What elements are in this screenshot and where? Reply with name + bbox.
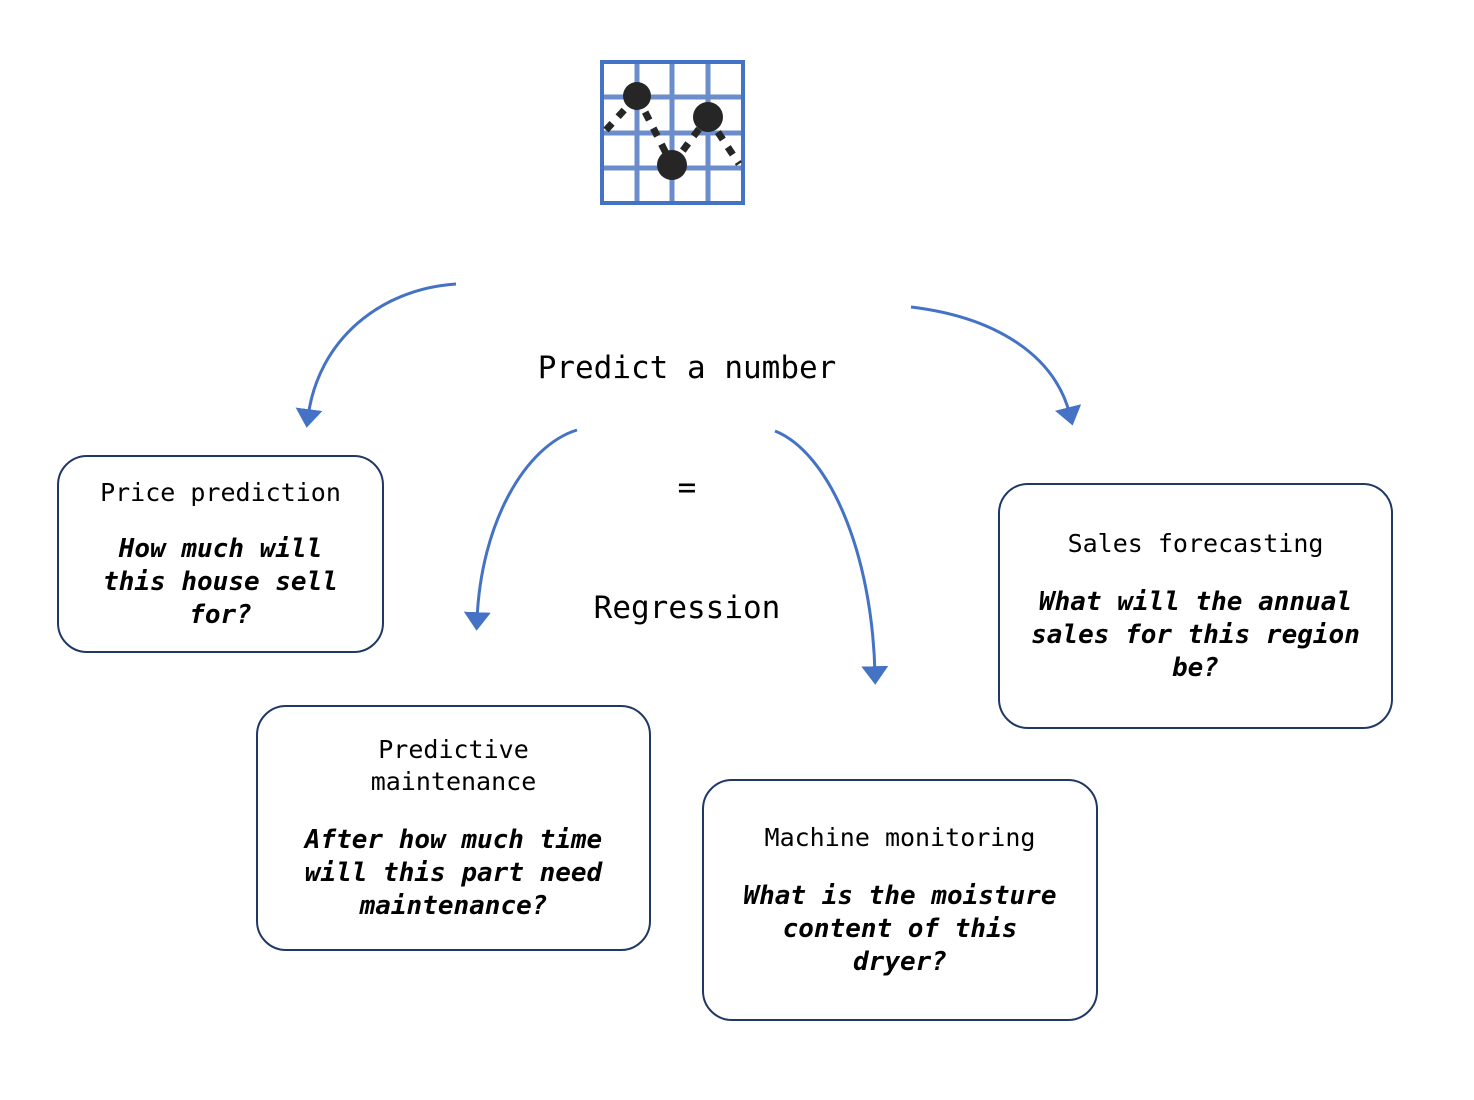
node-price-prediction[interactable]: Price prediction How much will this hous… [57,455,384,653]
node-title: Machine monitoring [764,822,1036,852]
node-description: How much will this house sell for? [103,533,338,630]
arrow-to-price-prediction [295,282,457,428]
node-description: What will the annual sales for this regi… [1031,586,1360,683]
line-chart-grid-icon [600,60,745,205]
center-title-line-3: Regression [593,590,781,626]
center-title-line-1: Predict a number [537,350,837,386]
node-description: What is the moisture content of this dry… [743,880,1057,977]
node-sales-forecasting[interactable]: Sales forecasting What will the annual s… [998,483,1393,729]
node-title: Price prediction [100,477,341,507]
node-predictive-maintenance[interactable]: Predictive maintenance After how much ti… [256,705,651,951]
node-machine-monitoring[interactable]: Machine monitoring What is the moisture … [702,779,1098,1021]
center-title-equals: = [677,470,697,506]
node-description: After how much time will this part need … [304,824,603,921]
page-title: Predict a number = Regression [437,268,937,708]
node-title: Predictive maintenance [370,734,537,796]
node-title: Sales forecasting [1067,528,1324,558]
